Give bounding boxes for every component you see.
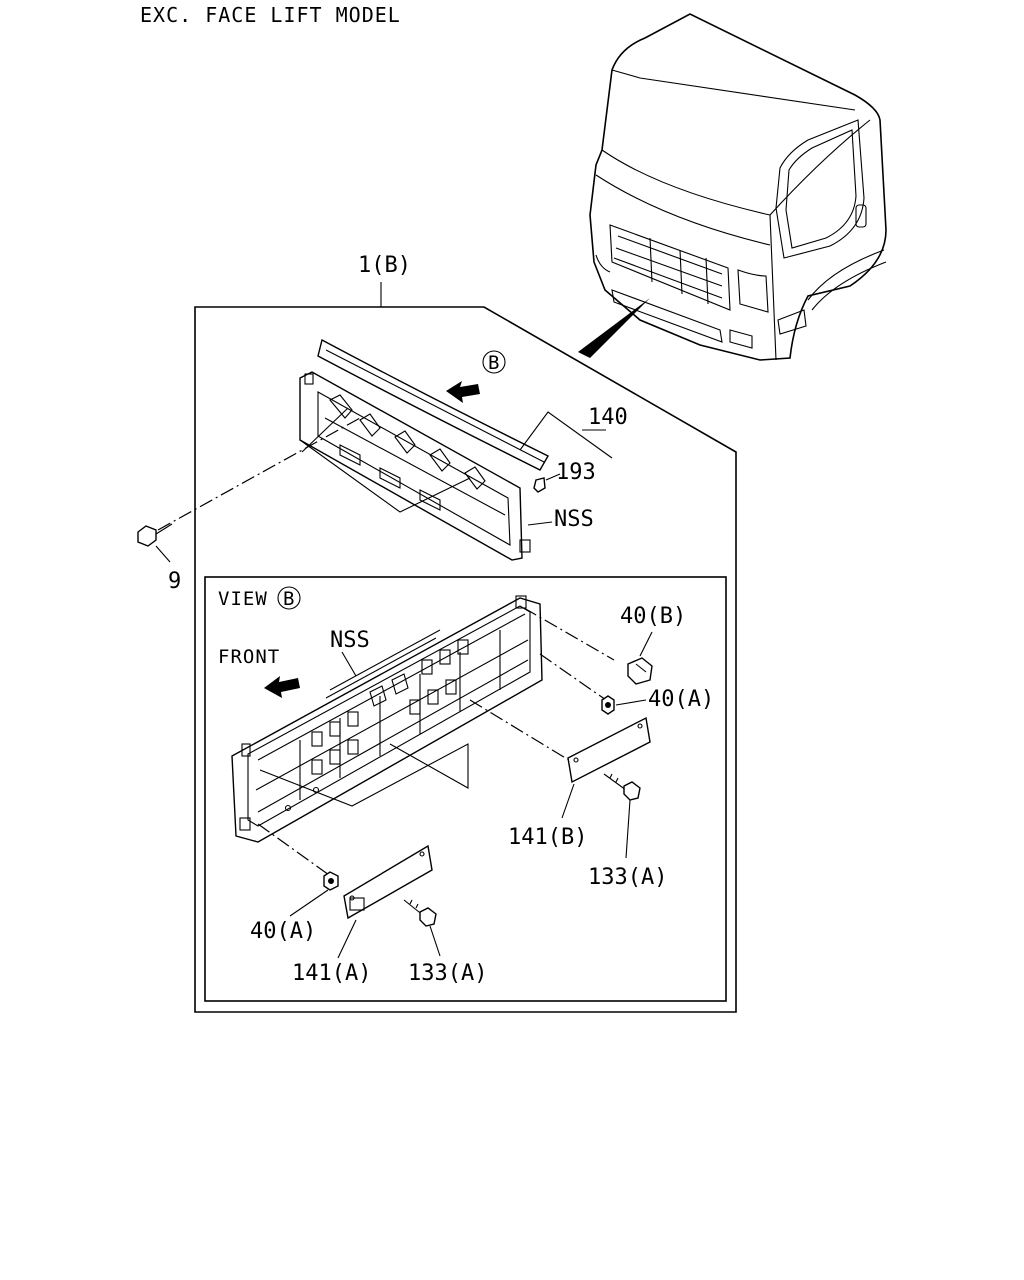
grille-rear-view xyxy=(231,595,543,843)
label-part-133a-left: 133(A) xyxy=(408,961,487,986)
grille-upper xyxy=(299,338,549,561)
label-front: FRONT xyxy=(218,646,280,668)
view-b-box xyxy=(204,576,727,1002)
diagram-title: EXC. FACE LIFT MODEL xyxy=(140,3,401,27)
front-arrow xyxy=(264,676,300,698)
label-part-9: 9 xyxy=(168,569,181,594)
nut-40a-right-icon xyxy=(601,695,615,715)
screw-133a-right-icon xyxy=(603,773,641,801)
label-part-141b: 141(B) xyxy=(508,825,587,850)
label-part-193: 193 xyxy=(556,460,596,485)
assembly-outline xyxy=(194,306,737,1013)
label-part-140: 140 xyxy=(588,405,628,430)
label-assembly-1b: 1(B) xyxy=(358,253,411,278)
view-b-letter: B xyxy=(283,588,295,610)
view-b-arrow xyxy=(446,381,480,403)
clip-40b-icon xyxy=(627,657,653,685)
plate-141a xyxy=(343,844,433,920)
label-nss-top: NSS xyxy=(554,507,594,532)
label-part-40a-left: 40(A) xyxy=(250,919,316,944)
truck-cab-illustration xyxy=(578,13,887,361)
view-b-title: VIEW xyxy=(218,588,268,610)
label-part-133a-right: 133(A) xyxy=(588,865,667,890)
label-part-40b: 40(B) xyxy=(620,604,686,629)
label-nss-view: NSS xyxy=(330,628,370,653)
nut-40a-left-icon xyxy=(323,871,339,891)
label-part-141a: 141(A) xyxy=(292,961,371,986)
screw-9-icon xyxy=(137,523,173,547)
arrow-b-letter: B xyxy=(488,352,500,374)
label-part-40a-right: 40(A) xyxy=(648,687,714,712)
plate-141b xyxy=(567,716,651,784)
screw-133a-left-icon xyxy=(403,899,437,927)
